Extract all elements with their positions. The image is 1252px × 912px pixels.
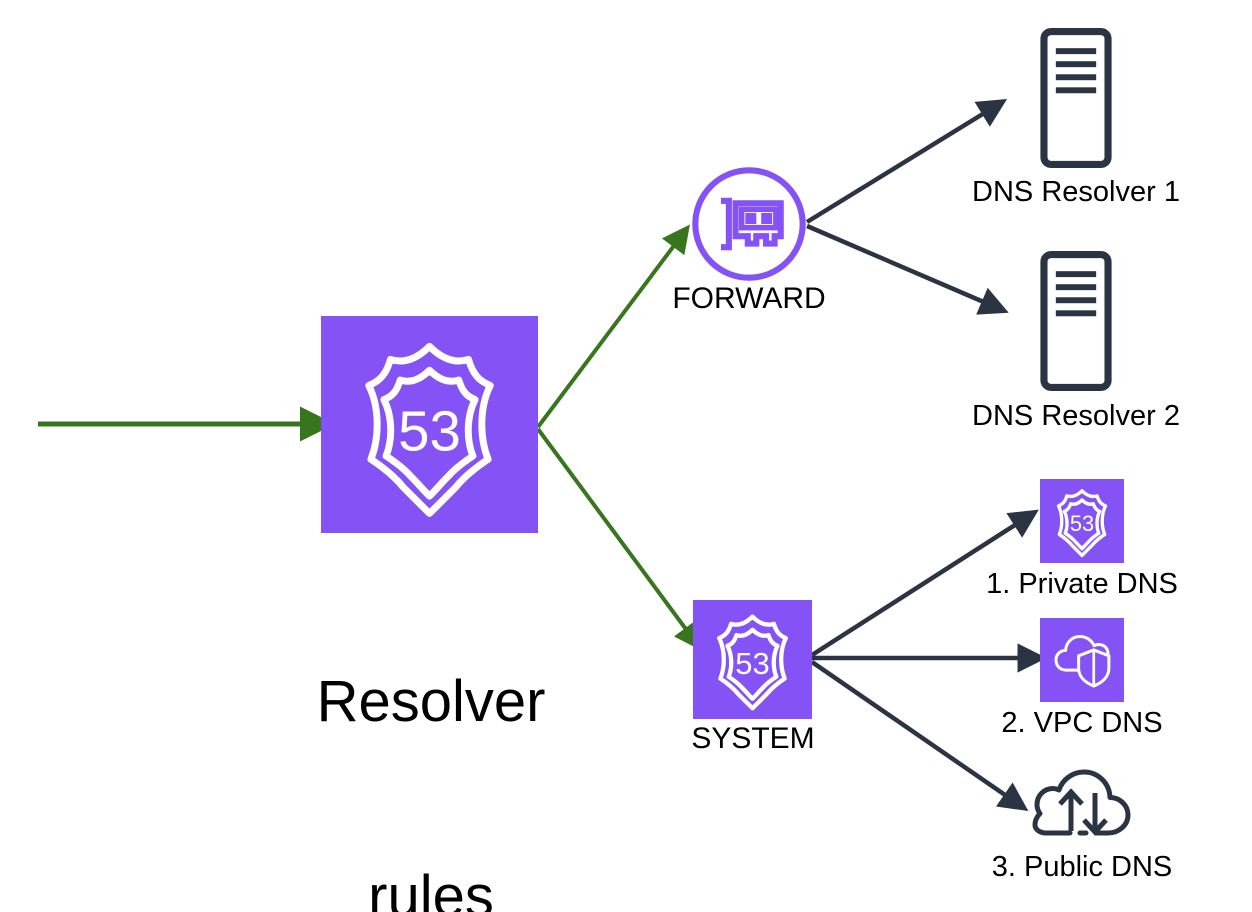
server-icon (1040, 28, 1112, 168)
resolver-rules-label-line1: Resolver (316, 668, 546, 734)
cloud-up-down-arrows-icon (1032, 769, 1131, 836)
resolver-rules-label-line2: rules (368, 863, 494, 912)
node-forward-label: FORWARD (672, 282, 826, 315)
node-dns-resolver-2[interactable] (1040, 251, 1112, 391)
route53-shield-53-icon: 53 (717, 614, 788, 711)
route53-badge-number: 53 (398, 400, 461, 463)
node-resolver-rules[interactable]: 53 (321, 316, 538, 533)
resolver-to-forward-arrow (536, 224, 690, 429)
node-dns-resolver-1-label: DNS Resolver 1 (972, 176, 1180, 208)
node-vpc-dns-label: 2. VPC DNS (1001, 707, 1163, 739)
route53-badge-number: 53 (1070, 511, 1094, 536)
node-private-dns[interactable]: 53 (1040, 479, 1124, 563)
node-public-dns-label: 3. Public DNS (991, 851, 1173, 883)
node-system[interactable]: 53 (693, 600, 812, 719)
route53-shield-53-icon: 53 (365, 342, 494, 517)
node-private-dns-label: 1. Private DNS (986, 568, 1178, 600)
node-dns-resolver-1[interactable] (1040, 28, 1112, 168)
network-interface-card-icon (692, 167, 806, 281)
node-forward[interactable] (688, 163, 810, 285)
cloud-shield-icon (1054, 634, 1111, 688)
node-system-label: SYSTEM (691, 722, 815, 755)
server-icon (1040, 251, 1112, 391)
route53-shield-53-icon: 53 (1056, 489, 1108, 558)
route53-badge-number: 53 (735, 646, 769, 681)
node-vpc-dns[interactable] (1040, 618, 1124, 702)
node-dns-resolver-2-label: DNS Resolver 2 (972, 400, 1180, 432)
node-public-dns[interactable] (1024, 763, 1142, 849)
node-resolver-rules-label: Resolver rules (281, 540, 581, 912)
